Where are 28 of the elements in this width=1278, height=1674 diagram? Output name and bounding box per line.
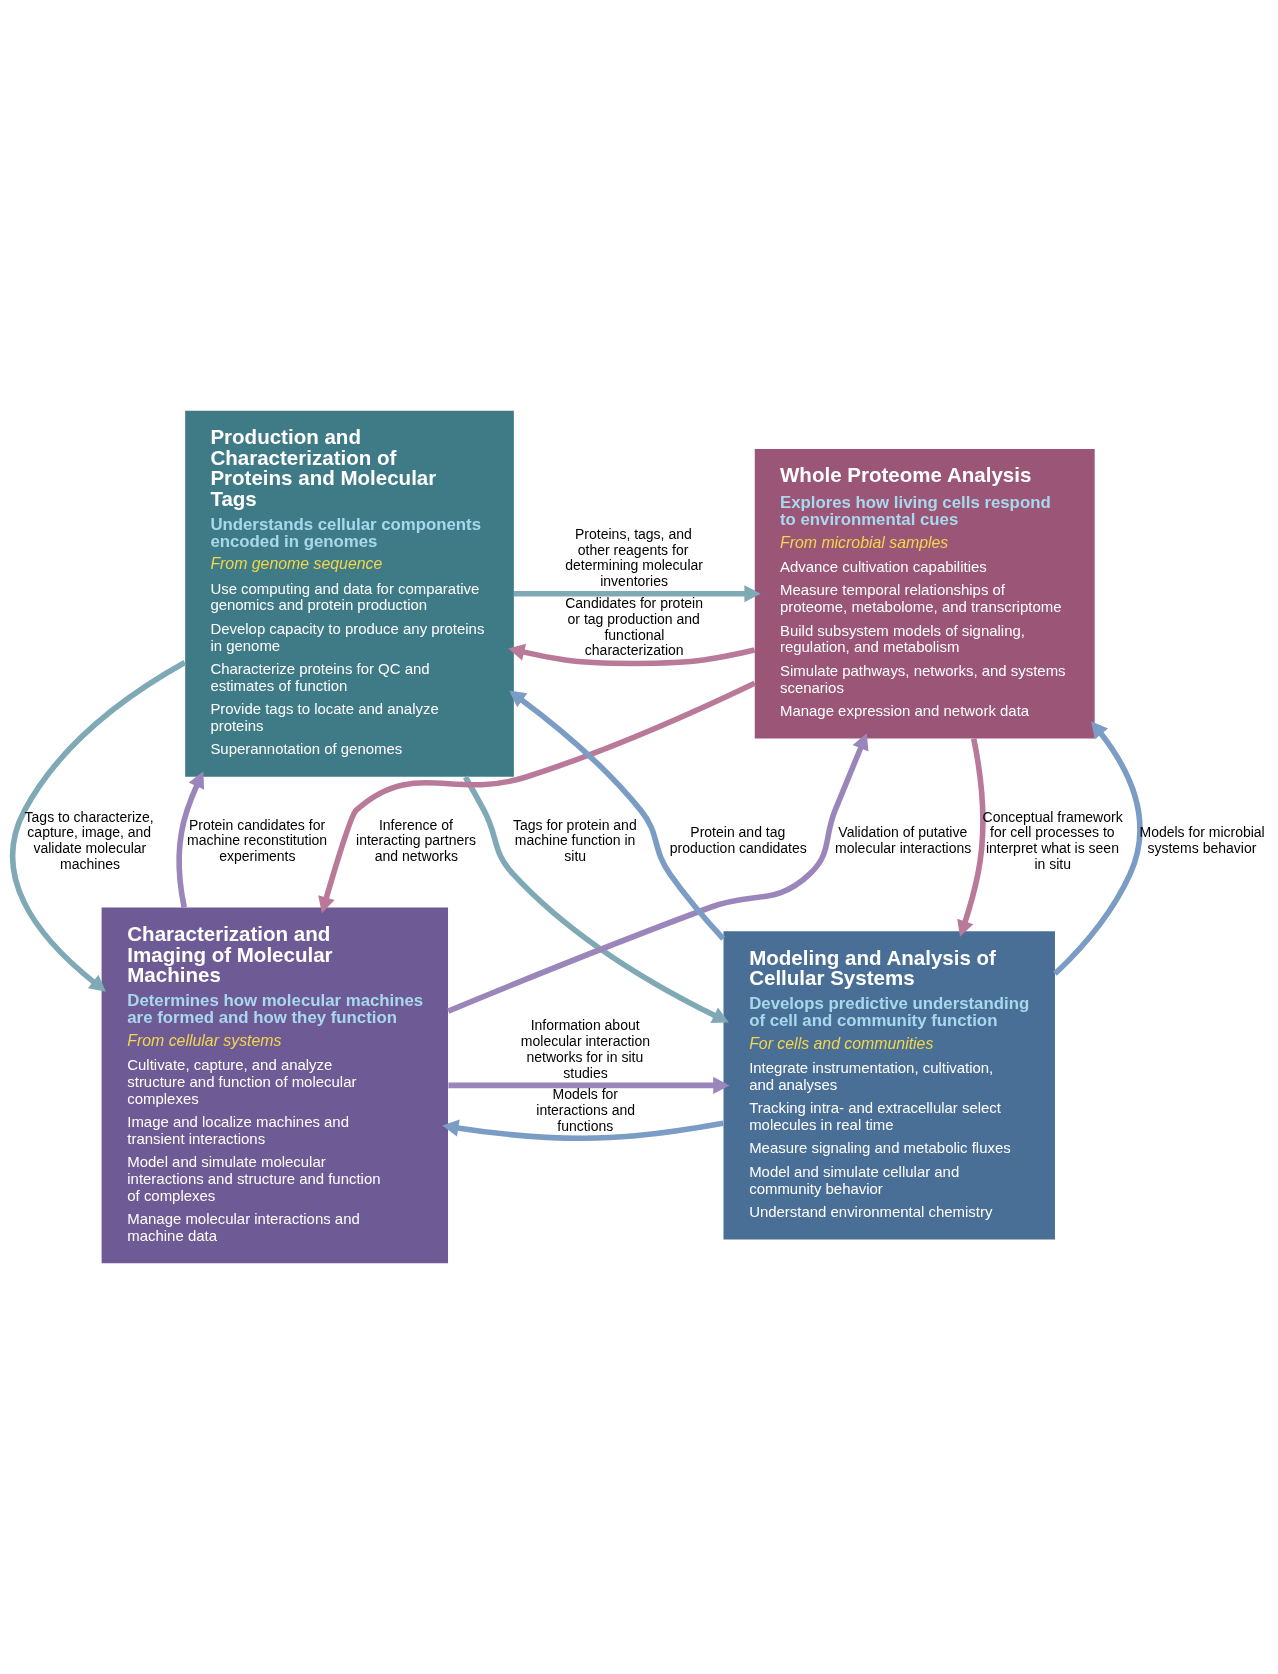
arrow	[448, 1076, 730, 1094]
edge-label: Protein candidates for machine reconstitution experiments	[187, 816, 328, 865]
edge-label: Conceptual framework for cell processes to interpret what is seen in situ	[982, 808, 1123, 873]
arrow	[176, 771, 205, 908]
edge-label: Proteins, tags, and other reagents for determining molecular inventories	[565, 525, 703, 590]
node-box: Whole Proteome Analysis Explores how living cells respond to environmental cues From microbial samples Advance cultivation capabilities Measure temporal relationships of proteome, metabolome, and transcriptome Build subsystem models of signaling, regulation, and metabolism Simulate pathways, networks, and systems scenarios Manage expression and network data	[754, 449, 1095, 739]
arrow	[508, 643, 756, 667]
edge-label: Information about molecular interaction networks for in situ studies	[520, 1017, 651, 1081]
edge-label: Candidates for protein or tag production and functional characterization	[565, 594, 703, 659]
node-box: Production and Characterization of Proteins and Molecular Tags Understands cellular components encoded in genomes From genome sequence Use computing and data for comparative genomics and protein production Develop capacity to produce any proteins in genome Characterize proteins for QC and estimates of function Provide tags to locate and analyze proteins Superannotation of genomes	[185, 410, 514, 777]
edge-label: Models for microbial systems behavior	[1139, 824, 1265, 857]
arrow	[513, 585, 761, 603]
node-box: Modeling and Analysis of Cellular Systems Develops predictive understanding of cell and community function For cells and communities Integrate instrumentation, cultivation, and analyses Tracking intra- and extracellular select molecules in real time Measure signaling and metabolic fluxes Model and simulate cellular and community behavior Understand environmental chemistry	[723, 931, 1055, 1240]
arrow	[463, 775, 729, 1024]
node-box: Characterization and Imaging of Molecular Machines Determines how molecular machines are formed and how they function From cellular systems Cultivate, capture, and analyze structure and function of molecular complexes Image and localize machines and transient interactions Model and simulate molecular interactions and structure and function of complexes Manage molecular interactions and machine data	[101, 907, 449, 1264]
arrow	[318, 680, 756, 914]
edge-label: Tags to characterize, capture, image, and validate molecular machines	[24, 808, 154, 873]
arrow	[1053, 721, 1143, 976]
arrow	[442, 1119, 724, 1141]
edge-label: Inference of interacting partners and networks	[356, 816, 476, 865]
arrow	[9, 660, 187, 992]
edge-label: Models for interactions and functions	[536, 1086, 636, 1135]
edge-label: Protein and tag production candidates	[669, 824, 807, 857]
arrow	[957, 738, 986, 937]
edge-label: Tags for protein and machine function in situ	[512, 816, 637, 865]
arrow	[509, 690, 726, 941]
edge-label: Validation of putative molecular interactions	[835, 824, 972, 857]
arrow	[447, 733, 869, 1014]
